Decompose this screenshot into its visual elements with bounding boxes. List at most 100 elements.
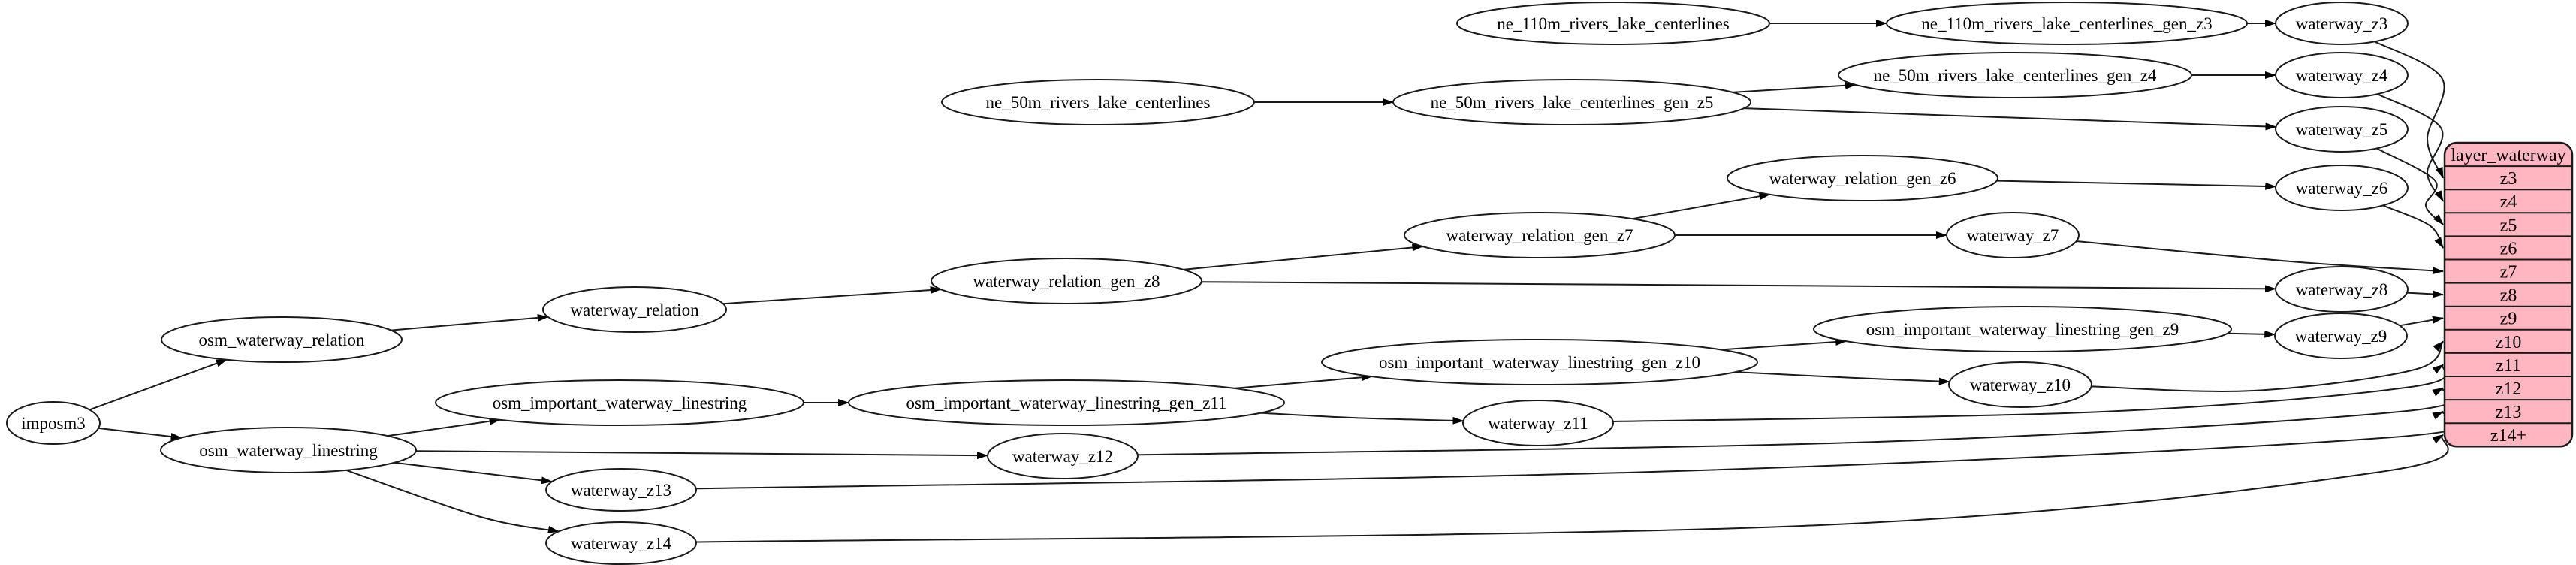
node-ne_110m_rivers_lake_centerlines_gen_z3: ne_110m_rivers_lake_centerlines_gen_z3 bbox=[1886, 2, 2248, 45]
node-label-ne_50m_rivers_lake_centerlines: ne_50m_rivers_lake_centerlines bbox=[986, 93, 1211, 112]
node-waterway_relation_gen_z7: waterway_relation_gen_z7 bbox=[1404, 212, 1676, 258]
node-ellipse-waterway_z14 bbox=[545, 521, 697, 565]
node-ellipse-waterway_z10 bbox=[1948, 361, 2092, 408]
node-ellipse-waterway_z7 bbox=[1946, 212, 2080, 258]
node-ellipse-waterway_z4 bbox=[2275, 52, 2409, 98]
table-layer: layer_waterwayz3z4z5z6z7z8z9z10z11z12z13… bbox=[2443, 141, 2574, 448]
node-label-waterway_z5: waterway_z5 bbox=[2296, 120, 2388, 139]
node-ellipse-waterway_z12 bbox=[987, 433, 1139, 479]
node-ellipse-ne_110m_rivers_lake_centerlines bbox=[1456, 2, 1770, 45]
node-osm_waterway_relation: osm_waterway_relation bbox=[161, 316, 403, 363]
edge-waterway_z9--row-z9 bbox=[2400, 316, 2444, 327]
node-label-waterway_z4: waterway_z4 bbox=[2296, 66, 2388, 85]
edge-imposm3--osm_waterway_relation bbox=[89, 358, 228, 411]
node-waterway_relation_gen_z8: waterway_relation_gen_z8 bbox=[931, 258, 1202, 304]
node-label-ne_110m_rivers_lake_centerlines_gen_z3: ne_110m_rivers_lake_centerlines_gen_z3 bbox=[1921, 14, 2212, 33]
node-label-waterway_relation_gen_z7: waterway_relation_gen_z7 bbox=[1446, 226, 1633, 245]
edge-osm_important_waterway_linestring_gen_z10--waterway_z10 bbox=[1736, 371, 1950, 385]
node-ne_50m_rivers_lake_centerlines: ne_50m_rivers_lake_centerlines bbox=[941, 79, 1255, 125]
node-label-imposm3: imposm3 bbox=[21, 414, 86, 433]
node-label-waterway_relation_gen_z8: waterway_relation_gen_z8 bbox=[973, 272, 1160, 291]
node-label-waterway_z13: waterway_z13 bbox=[571, 481, 671, 500]
node-imposm3: imposm3 bbox=[6, 401, 101, 445]
table-row-z10: z10 bbox=[2496, 333, 2522, 352]
node-label-waterway_z12: waterway_z12 bbox=[1012, 447, 1113, 466]
node-ellipse-waterway_z8 bbox=[2275, 266, 2409, 313]
node-ellipse-waterway_z6 bbox=[2275, 165, 2409, 211]
edge-ne_50m_rivers_lake_centerlines_gen_z5--waterway_z5 bbox=[1744, 107, 2277, 131]
node-ne_110m_rivers_lake_centerlines: ne_110m_rivers_lake_centerlines bbox=[1456, 2, 1770, 45]
edge-waterway_z5--row-z5 bbox=[2376, 147, 2444, 225]
node-ellipse-waterway_z11 bbox=[1462, 400, 1614, 446]
table-row-z13: z13 bbox=[2496, 403, 2522, 422]
table-row-z11: z11 bbox=[2496, 356, 2521, 376]
edge-osm_waterway_relation--waterway_relation bbox=[391, 314, 549, 331]
node-waterway_z14: waterway_z14 bbox=[545, 521, 697, 565]
node-waterway_z7: waterway_z7 bbox=[1946, 212, 2080, 258]
node-label-osm_important_waterway_linestring_gen_z9: osm_important_waterway_linestring_gen_z9 bbox=[1866, 320, 2179, 339]
edge-waterway_relation_gen_z8--waterway_relation_gen_z7 bbox=[1183, 243, 1424, 270]
node-label-ne_110m_rivers_lake_centerlines: ne_110m_rivers_lake_centerlines bbox=[1497, 14, 1730, 33]
node-waterway_z12: waterway_z12 bbox=[987, 433, 1139, 479]
node-label-waterway_z9: waterway_z9 bbox=[2295, 327, 2387, 346]
edge-waterway_z8--row-z8 bbox=[2406, 290, 2444, 298]
node-ellipse-osm_important_waterway_linestring_gen_z10 bbox=[1321, 339, 1758, 385]
edge-waterway_z7--row-z7 bbox=[2076, 240, 2444, 275]
edges-layer bbox=[89, 20, 2466, 543]
node-waterway_z9: waterway_z9 bbox=[2274, 313, 2408, 359]
table-row-z14plus: z14+ bbox=[2490, 426, 2526, 446]
node-ellipse-ne_50m_rivers_lake_centerlines_gen_z4 bbox=[1838, 52, 2192, 98]
node-ellipse-waterway_z9 bbox=[2274, 313, 2408, 359]
node-ellipse-ne_50m_rivers_lake_centerlines_gen_z5 bbox=[1392, 79, 1751, 125]
node-ellipse-osm_waterway_linestring bbox=[160, 427, 417, 473]
nodes-layer: imposm3 osm_waterway_relation osm_waterway… bbox=[6, 2, 2409, 565]
node-ellipse-waterway_z13 bbox=[545, 468, 697, 512]
node-osm_important_waterway_linestring_gen_z10: osm_important_waterway_linestring_gen_z1… bbox=[1321, 339, 1758, 385]
node-waterway_z3: waterway_z3 bbox=[2275, 2, 2409, 45]
table-row-z3: z3 bbox=[2500, 169, 2517, 189]
table-row-z9: z9 bbox=[2500, 310, 2517, 329]
table-row-z4: z4 bbox=[2500, 192, 2517, 212]
edge-osm_important_waterway_linestring_gen_z11--waterway_z11 bbox=[1260, 412, 1464, 425]
table-row-z8: z8 bbox=[2500, 286, 2517, 306]
node-waterway_z4: waterway_z4 bbox=[2275, 52, 2409, 98]
table-row-z7: z7 bbox=[2500, 262, 2517, 282]
edge-osm_important_waterway_linestring_gen_z10--osm_important_waterway_linestring_gen_z9 bbox=[1721, 338, 1848, 351]
node-osm_important_waterway_linestring: osm_important_waterway_linestring bbox=[435, 379, 804, 426]
node-ellipse-osm_important_waterway_linestring_gen_z11 bbox=[848, 379, 1285, 426]
edge-osm_waterway_linestring--waterway_z13 bbox=[394, 461, 553, 485]
node-ellipse-osm_important_waterway_linestring bbox=[435, 379, 804, 426]
node-ellipse-ne_110m_rivers_lake_centerlines_gen_z3 bbox=[1886, 2, 2248, 45]
node-label-waterway_z6: waterway_z6 bbox=[2296, 179, 2388, 198]
node-label-osm_waterway_relation: osm_waterway_relation bbox=[199, 331, 365, 349]
edge-waterway_relation_gen_z7--waterway_relation_gen_z6 bbox=[1632, 192, 1771, 220]
node-osm_important_waterway_linestring_gen_z9: osm_important_waterway_linestring_gen_z9 bbox=[1813, 306, 2232, 352]
node-label-osm_important_waterway_linestring_gen_z11: osm_important_waterway_linestring_gen_z1… bbox=[906, 394, 1226, 412]
table-title: layer_waterway bbox=[2451, 146, 2565, 165]
node-label-osm_important_waterway_linestring: osm_important_waterway_linestring bbox=[493, 394, 747, 412]
table-row-z12: z12 bbox=[2496, 379, 2522, 399]
node-label-waterway_z3: waterway_z3 bbox=[2296, 14, 2388, 33]
node-ellipse-waterway_z5 bbox=[2275, 106, 2409, 153]
edge-waterway_z6--row-z6 bbox=[2382, 204, 2444, 249]
table-row-z5: z5 bbox=[2500, 216, 2517, 235]
node-ellipse-imposm3 bbox=[6, 401, 101, 445]
edge-osm_waterway_linestring--osm_important_waterway_linestring bbox=[387, 417, 501, 437]
edge-waterway_relation_gen_z6--waterway_z6 bbox=[1996, 180, 2277, 190]
edge-waterway_z3--row-z3 bbox=[2374, 41, 2445, 179]
edge-waterway_z4--row-z4 bbox=[2377, 93, 2444, 202]
node-waterway_z13: waterway_z13 bbox=[545, 468, 697, 512]
node-label-waterway_relation: waterway_relation bbox=[570, 301, 699, 319]
node-label-osm_waterway_linestring: osm_waterway_linestring bbox=[199, 441, 378, 460]
node-ellipse-ne_50m_rivers_lake_centerlines bbox=[941, 79, 1255, 125]
node-ellipse-waterway_z3 bbox=[2275, 2, 2409, 45]
edge-waterway_z10--row-z10 bbox=[2091, 340, 2444, 392]
node-label-osm_important_waterway_linestring_gen_z10: osm_important_waterway_linestring_gen_z1… bbox=[1379, 353, 1700, 372]
node-ellipse-waterway_relation_gen_z6 bbox=[1727, 155, 1998, 201]
node-waterway_relation: waterway_relation bbox=[542, 286, 727, 333]
node-waterway_z8: waterway_z8 bbox=[2275, 266, 2409, 313]
edge-waterway_z12--row-z12 bbox=[1137, 387, 2455, 456]
node-label-waterway_z14: waterway_z14 bbox=[571, 534, 672, 553]
node-waterway_z6: waterway_z6 bbox=[2275, 165, 2409, 211]
